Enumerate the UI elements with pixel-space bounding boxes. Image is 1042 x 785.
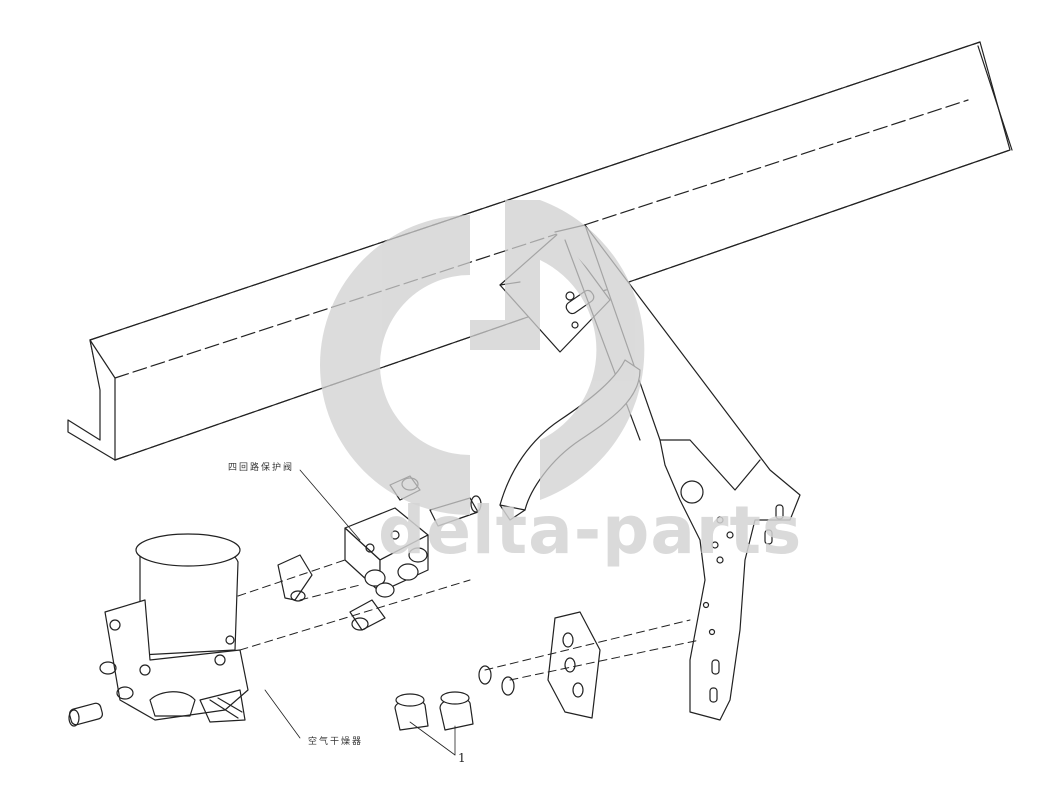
air-dryer [68, 533, 249, 727]
leader-lines [264, 469, 456, 756]
part-1-bushings [394, 665, 515, 731]
assembly-lines [237, 559, 701, 681]
dryer-label: 空气干燥器 [308, 737, 364, 747]
part-number-label: 1 [458, 751, 466, 765]
mounting-plate [547, 611, 601, 719]
watermark-text: delta-parts [378, 492, 803, 569]
valve-label: 四回路保护阀 [228, 463, 295, 473]
gd-logo-icon [320, 200, 645, 515]
